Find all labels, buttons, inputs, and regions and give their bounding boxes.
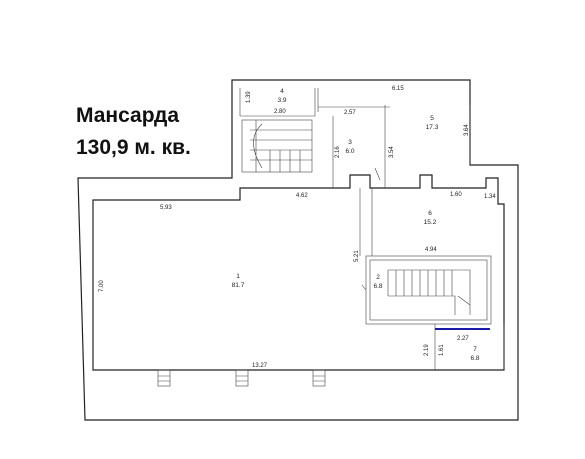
wall-room4 <box>239 88 316 117</box>
room-label-5: 5 17.3 <box>426 115 439 131</box>
wall-room3 <box>332 105 386 188</box>
room-area: 6.8 <box>470 355 479 362</box>
wall-room5 <box>318 105 471 165</box>
room-number: 7 <box>473 346 477 353</box>
dimension-label: 5.93 <box>160 205 172 211</box>
floor-area: 130,9 м. кв. <box>76 136 191 159</box>
dimension-label: 4.94 <box>425 247 437 253</box>
room-label-3: 3 6.0 <box>345 139 354 155</box>
room-area: 3.9 <box>277 97 286 104</box>
room-label-1: 1 81.7 <box>232 273 245 289</box>
dimension-label: 13.27 <box>252 363 268 369</box>
room-number: 2 <box>376 274 380 281</box>
room-6-walls <box>359 188 373 256</box>
room-number: 4 <box>280 88 284 95</box>
inner-contour <box>92 174 505 371</box>
room-number: 1 <box>236 273 240 280</box>
room-label-7: 7 6.8 <box>470 346 479 362</box>
staircase-right-steps <box>387 269 471 315</box>
dimension-label: 1.39 <box>246 91 252 103</box>
room-7-walls <box>434 324 505 370</box>
room-label-4: 4 3.9 <box>277 88 286 104</box>
room-2-outline <box>365 255 492 325</box>
room-label-6: 6 15.2 <box>424 210 437 226</box>
staircase-left <box>241 119 313 173</box>
floor-name: Мансарда <box>76 104 180 127</box>
dimension-label: 2.57 <box>344 110 356 116</box>
room-2-inner <box>369 259 488 321</box>
dimension-label: 1.60 <box>450 192 462 198</box>
room-number: 5 <box>430 115 434 122</box>
room-area: 6.0 <box>345 148 354 155</box>
dimension-label: 4.62 <box>296 193 308 199</box>
outer-contour <box>77 79 519 421</box>
dimension-label: 2.80 <box>274 109 286 115</box>
dimension-label: 7.00 <box>99 280 105 292</box>
staircase-left-steps <box>250 120 312 172</box>
dimension-label: 6.15 <box>392 86 404 92</box>
dimension-label: 2.16 <box>335 146 341 158</box>
dimension-label: 5.21 <box>354 250 360 262</box>
dimension-label: 2.27 <box>457 336 469 342</box>
room-number: 3 <box>348 139 352 146</box>
room-number: 6 <box>428 210 432 217</box>
dimension-label: 3.64 <box>464 124 470 136</box>
dimension-label: 2.19 <box>424 344 430 356</box>
floor-title: Мансарда 130,9 м. кв. <box>76 100 191 164</box>
room-label-2: 2 6.8 <box>373 274 382 290</box>
dimension-label: 1.34 <box>484 194 496 200</box>
dimension-label: 1.61 <box>439 344 445 356</box>
window-marks <box>157 369 326 387</box>
room-area: 17.3 <box>426 124 439 131</box>
room-area: 15.2 <box>424 219 437 226</box>
door-marks <box>317 88 381 291</box>
dimension-label: 3.54 <box>389 146 395 158</box>
room-area: 81.7 <box>232 282 245 289</box>
room-area: 6.8 <box>373 283 382 290</box>
